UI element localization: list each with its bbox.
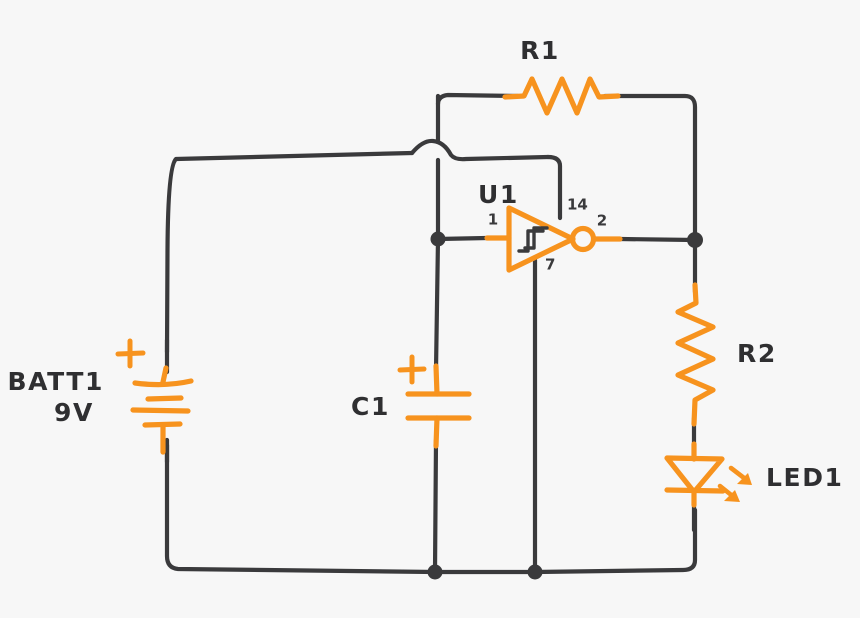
r2-zigzag — [675, 282, 716, 427]
component-batt1[interactable] — [115, 338, 194, 455]
wire-hop-over-r1-branch — [409, 138, 551, 162]
junction-dot-input-node — [430, 231, 446, 247]
c1-bottom-lead — [433, 415, 440, 449]
u1-triangle-body — [506, 205, 576, 273]
led1-emission-arrow-2-icon — [717, 483, 740, 502]
r2-label: R2 — [737, 339, 777, 368]
junction-dot-output-node — [687, 232, 703, 248]
wire-u1-vcc — [545, 154, 563, 221]
component-c1[interactable] — [397, 354, 472, 449]
component-r2[interactable] — [675, 282, 716, 427]
u1-pin-14-label: 14 — [567, 196, 588, 214]
batt1-plate-short-1 — [145, 395, 184, 402]
wire-c1-bottom-lead — [432, 437, 439, 575]
u1-pin-1-label: 1 — [488, 211, 498, 229]
u1-pin-7-label: 7 — [545, 256, 555, 274]
batt1-label-value: 9V — [54, 398, 94, 427]
component-r1[interactable] — [502, 76, 621, 116]
c1-label: C1 — [351, 392, 390, 421]
batt1-polarity-plus-icon — [115, 338, 146, 369]
batt1-plate-long-1 — [132, 378, 194, 388]
wire-u1-out-to-node — [617, 236, 698, 243]
wire-batt-top-left — [164, 150, 415, 355]
c1-top-lead — [433, 363, 440, 397]
batt1-label-name: BATT1 — [7, 367, 104, 396]
r1-label: R1 — [520, 36, 560, 65]
wire-c1-top-lead — [433, 236, 441, 373]
led1-emission-arrow-1-icon — [728, 465, 752, 485]
u1-schmitt-hysteresis-icon — [517, 226, 549, 253]
u1-invert-bubble-icon — [569, 225, 597, 253]
led1-triangle — [664, 455, 725, 495]
wire-r1-top-right — [602, 93, 698, 243]
u1-pin-2-label: 2 — [597, 212, 607, 230]
led1-label: LED1 — [766, 463, 844, 492]
wire-input-node-to-u1 — [435, 235, 490, 242]
wire-r1-top-left — [435, 92, 521, 107]
component-u1[interactable] — [484, 205, 623, 273]
u1-label: U1 — [478, 180, 519, 209]
junction-dot-gnd-u1 — [527, 564, 543, 580]
r1-zigzag — [502, 76, 621, 116]
batt1-plate-long-2 — [130, 407, 191, 414]
batt1-top-lead — [160, 365, 169, 385]
junction-dot-gnd-c1 — [427, 564, 443, 580]
c1-polarity-plus-icon — [397, 354, 427, 385]
wire-ground-rail — [164, 442, 698, 575]
component-led1[interactable] — [664, 441, 752, 508]
